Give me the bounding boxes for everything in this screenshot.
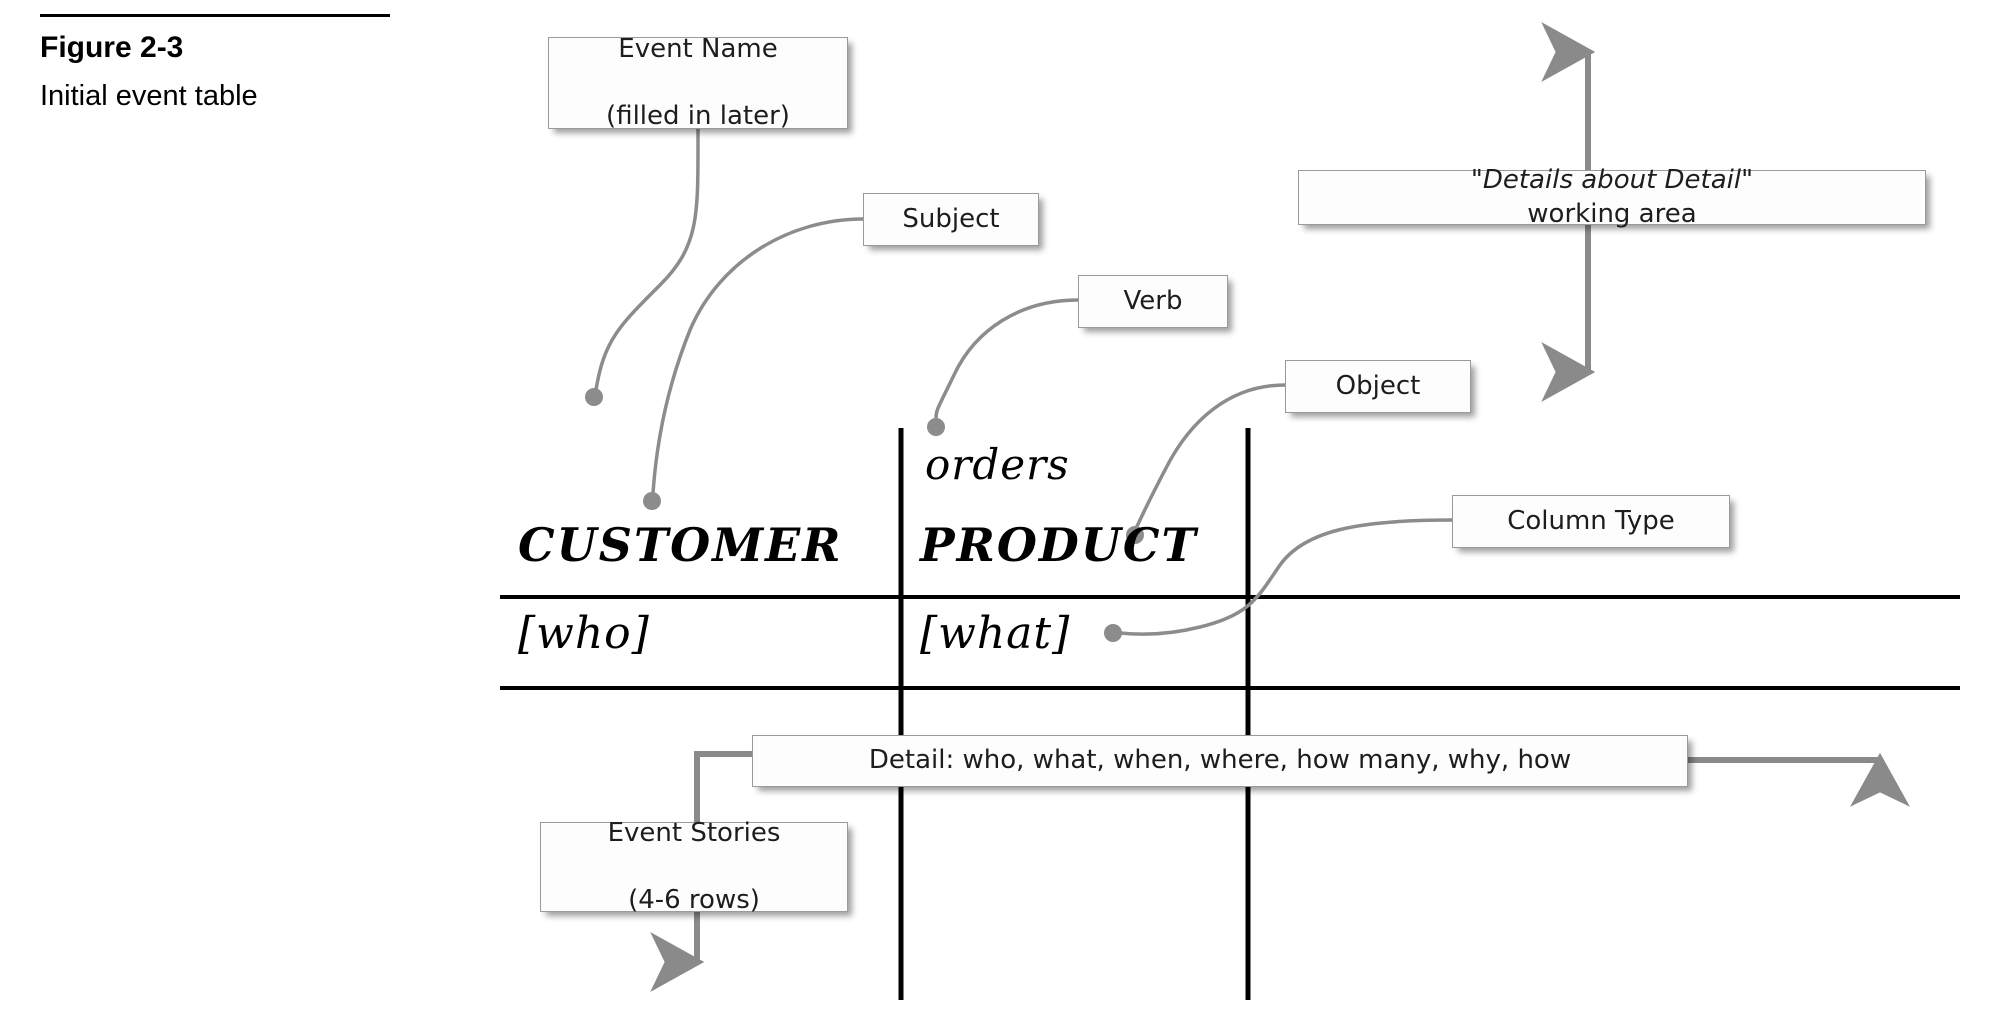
callout-verb[interactable]: Verb	[1078, 275, 1228, 328]
callout-detail-row[interactable]: Detail: who, what, when, where, how many…	[752, 735, 1688, 787]
figure-number: Figure 2-3	[40, 31, 184, 64]
callout-event-stories[interactable]: Event Stories (4-6 rows)	[540, 818, 848, 915]
connector-verb	[927, 298, 1080, 436]
table-cell-what: [what]	[920, 608, 1071, 659]
callout-object[interactable]: Object	[1285, 360, 1471, 413]
table-cell-who: [who]	[518, 608, 650, 659]
callout-column-type[interactable]: Column Type	[1452, 495, 1730, 548]
figure-title: Initial event table	[40, 79, 258, 112]
callout-details-rest: working area	[1527, 198, 1697, 229]
callout-event-stories-line2: (4-6 rows)	[628, 884, 760, 915]
callout-column-type-label: Column Type	[1507, 505, 1675, 536]
callout-details-emphasis: "Details about Detail"	[1470, 165, 1754, 196]
connector-subject	[643, 217, 865, 510]
table-header-customer: CUSTOMER	[518, 518, 843, 572]
figure-caption-block: Figure 2-3 Initial event table	[40, 14, 440, 113]
callout-verb-label: Verb	[1123, 285, 1183, 316]
callout-object-label: Object	[1335, 370, 1421, 401]
callout-event-name-line1: Event Name	[618, 34, 778, 65]
callout-subject-label: Subject	[902, 203, 1000, 234]
table-header-product: PRODUCT	[920, 518, 1198, 572]
connector-event-name	[585, 126, 700, 406]
connector-event-stories-elbow	[694, 751, 752, 822]
callout-detail-row-label: Detail: who, what, when, where, how many…	[868, 745, 1572, 776]
callout-event-name[interactable]: Event Name (filled in later)	[548, 34, 848, 131]
caption-rule	[40, 14, 390, 17]
callout-event-stories-line1: Event Stories	[607, 818, 781, 849]
table-verb-orders: orders	[925, 440, 1070, 489]
callout-subject[interactable]: Subject	[863, 193, 1039, 246]
callout-event-name-line2: (filled in later)	[606, 100, 790, 131]
callout-details-working-area[interactable]: "Details about Detail" working area	[1298, 165, 1926, 229]
